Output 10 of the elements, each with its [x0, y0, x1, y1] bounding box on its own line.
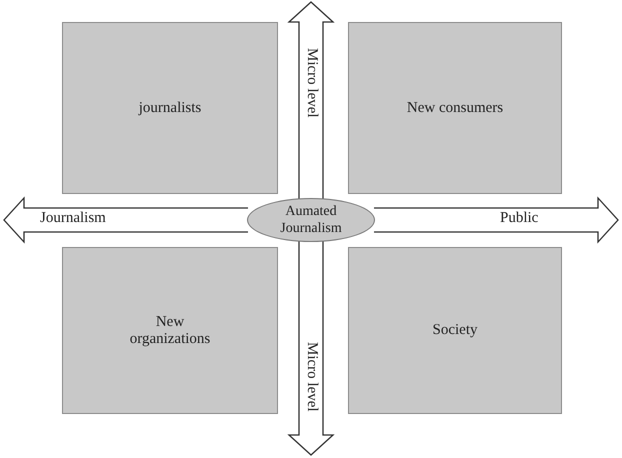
node-label: Aumated Journalism: [279, 203, 343, 237]
quadrant-box: [348, 247, 562, 414]
quadrant-box: [348, 22, 562, 194]
node-label: Society: [432, 322, 478, 339]
node-label: New consumers: [406, 100, 504, 116]
double-outline-arrow: [373, 196, 619, 244]
node-label: journalists: [138, 100, 202, 116]
quadrant-box: [62, 22, 278, 194]
node-label: New organizations: [128, 314, 212, 348]
quadrant-box: [62, 247, 278, 414]
